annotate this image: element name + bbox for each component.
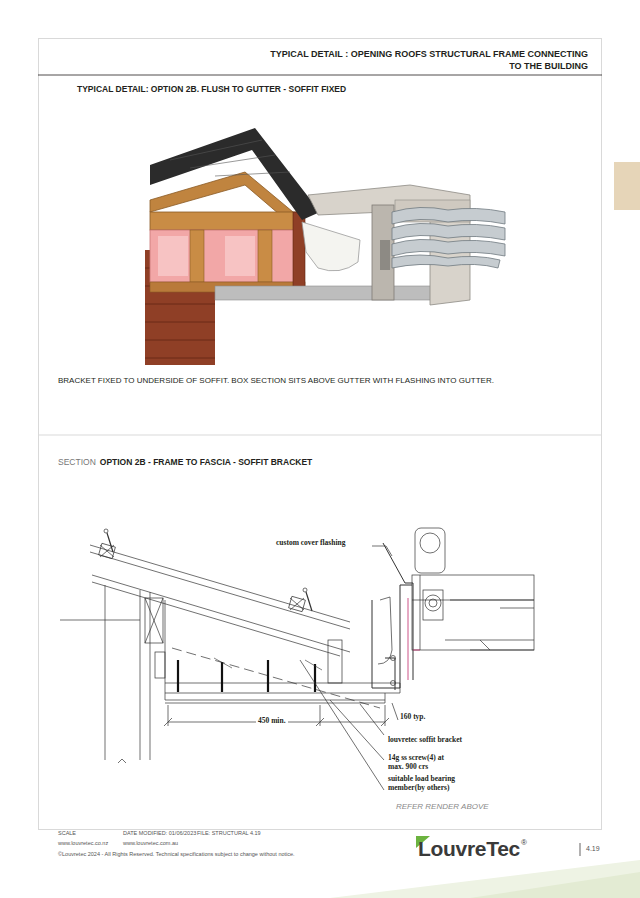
page-number-rule xyxy=(580,843,581,856)
footer-decor xyxy=(470,872,640,898)
footer-text: DATE MODIFIED: 01/06/2023 xyxy=(123,830,196,837)
page-number: 4.19 xyxy=(586,845,600,853)
detail-heading: TYPICAL DETAIL: OPTION 2B. FLUSH TO GUTT… xyxy=(77,84,346,94)
side-tab xyxy=(614,162,640,210)
callout-label: custom cover flashing xyxy=(276,538,345,547)
reference-note: REFER RENDER ABOVE xyxy=(396,802,489,812)
logo-text: LouvreTec xyxy=(418,836,520,861)
render-illustration xyxy=(145,128,505,365)
footer-text: www.louvretec.com.au xyxy=(123,840,178,847)
dimension-label: 160 typ. xyxy=(400,712,425,721)
section-divider xyxy=(38,435,602,436)
footer-text: www.louvretec.co.nz xyxy=(58,840,108,847)
section-heading: SECTION OPTION 2B - FRAME TO FASCIA - SOF… xyxy=(58,457,312,467)
callout-label: 14g ss screw(4) at max. 900 crs xyxy=(388,753,460,771)
logo-mark-text: ® xyxy=(521,838,527,848)
section-word: SECTION xyxy=(58,457,96,467)
section-title: OPTION 2B - FRAME TO FASCIA - SOFFIT BRA… xyxy=(100,457,313,467)
footer-text: FILE: STRUCTURAL 4.19 xyxy=(197,830,261,837)
page-header: TYPICAL DETAIL : OPENING ROOFS STRUCTURA… xyxy=(258,49,588,72)
footer-decor xyxy=(330,860,640,898)
callout-label: louvretec soffit bracket xyxy=(388,735,462,744)
header-rule xyxy=(38,75,602,76)
footer-text: ©Louvretec 2024 - All Rights Reserved. T… xyxy=(58,851,295,858)
render-caption: BRACKET FIXED TO UNDERSIDE OF SOFFIT. BO… xyxy=(58,376,598,386)
dimension-label: 450 min. xyxy=(256,716,288,725)
section-drawing xyxy=(60,528,534,790)
page-border xyxy=(39,39,602,830)
footer-text: SCALE xyxy=(58,830,76,837)
callout-label: suitable load bearing member(by others) xyxy=(388,774,480,792)
